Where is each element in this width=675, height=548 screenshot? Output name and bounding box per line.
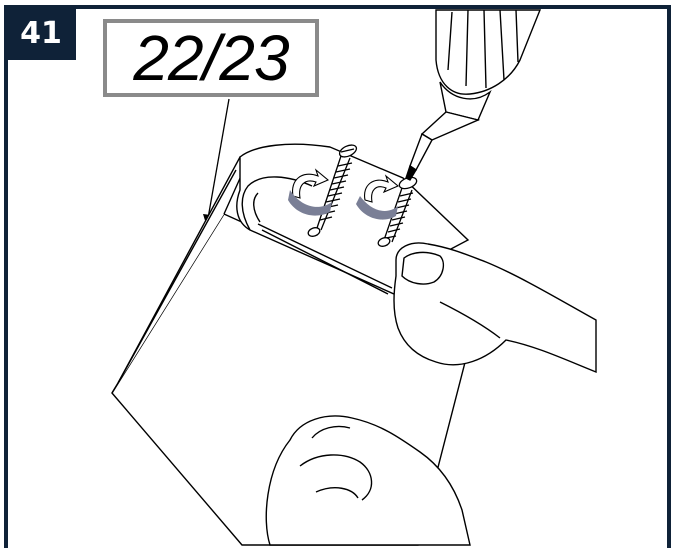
step-number-badge: 41: [6, 8, 76, 60]
screwdriver-icon: [406, 10, 540, 180]
part-number-label: 22/23: [103, 19, 319, 97]
